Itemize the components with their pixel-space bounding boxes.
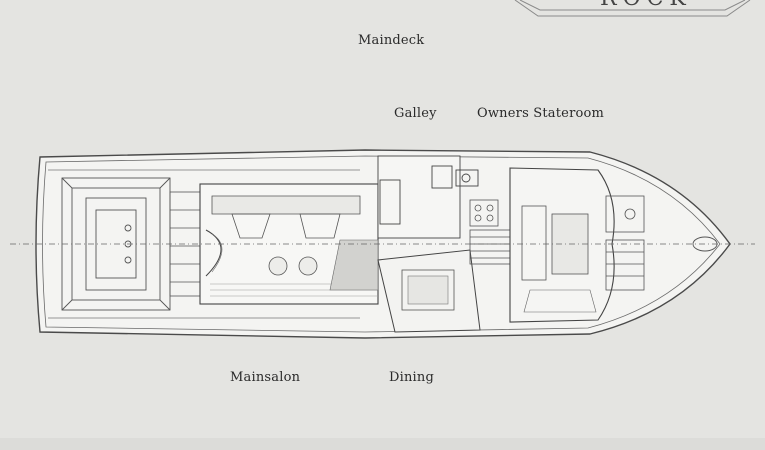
companionway-stair [469,199,511,265]
dining-area [377,249,481,333]
label-maindeck: Maindeck [358,33,425,48]
bottom-border [0,438,765,450]
header-title-fragment: ROCK [600,0,692,11]
hull-inner-outline [42,155,721,333]
owners-stateroom [509,167,615,323]
forward-head [605,195,645,291]
side-decks [48,169,360,319]
galley [377,155,479,239]
header-banner [514,0,751,17]
label-mainsalon: Mainsalon [230,370,301,385]
label-dining: Dining [389,370,435,385]
label-galley: Galley [394,106,437,121]
label-owners-stateroom: Owners Stateroom [477,106,605,121]
